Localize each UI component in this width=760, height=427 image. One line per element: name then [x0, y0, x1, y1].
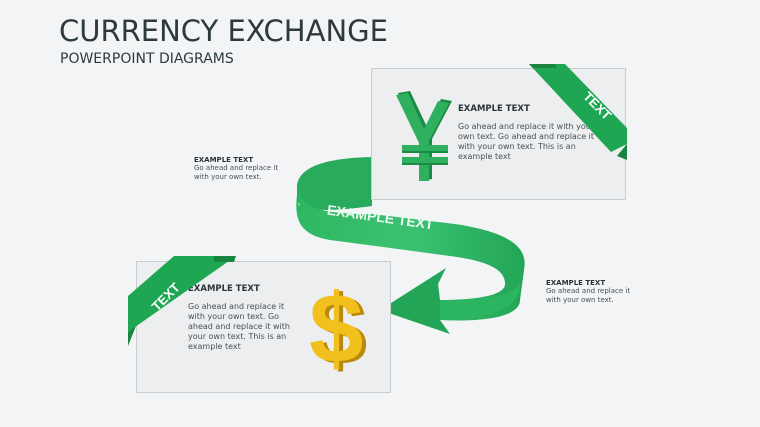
side-note-left: EXAMPLE TEXT Go ahead and replace it wit… — [194, 156, 294, 182]
note-heading: EXAMPLE TEXT — [546, 279, 606, 287]
card-body: Go ahead and replace it with your own te… — [458, 122, 595, 161]
yen-icon — [396, 91, 452, 181]
dollar-icon: $ $ — [309, 273, 367, 382]
note-body: Go ahead and replace it with your own te… — [194, 164, 279, 181]
corner-tab-yen: TEXT — [529, 64, 627, 160]
page-title: CURRENCY EXCHANGE — [59, 14, 388, 48]
page-subtitle: POWERPOINT DIAGRAMS — [60, 51, 234, 67]
card-heading: EXAMPLE TEXT — [458, 104, 530, 114]
note-heading: EXAMPLE TEXT — [194, 156, 254, 164]
side-note-right: EXAMPLE TEXT Go ahead and replace it wit… — [546, 279, 646, 305]
svg-text:$: $ — [309, 273, 364, 382]
note-body: Go ahead and replace it with your own te… — [546, 287, 631, 304]
card-heading: EXAMPLE TEXT — [188, 284, 260, 294]
corner-tab-dollar: TEXT — [128, 256, 236, 346]
svg-text:$: $ — [313, 275, 367, 382]
card-body: Go ahead and replace it with your own te… — [188, 302, 290, 351]
